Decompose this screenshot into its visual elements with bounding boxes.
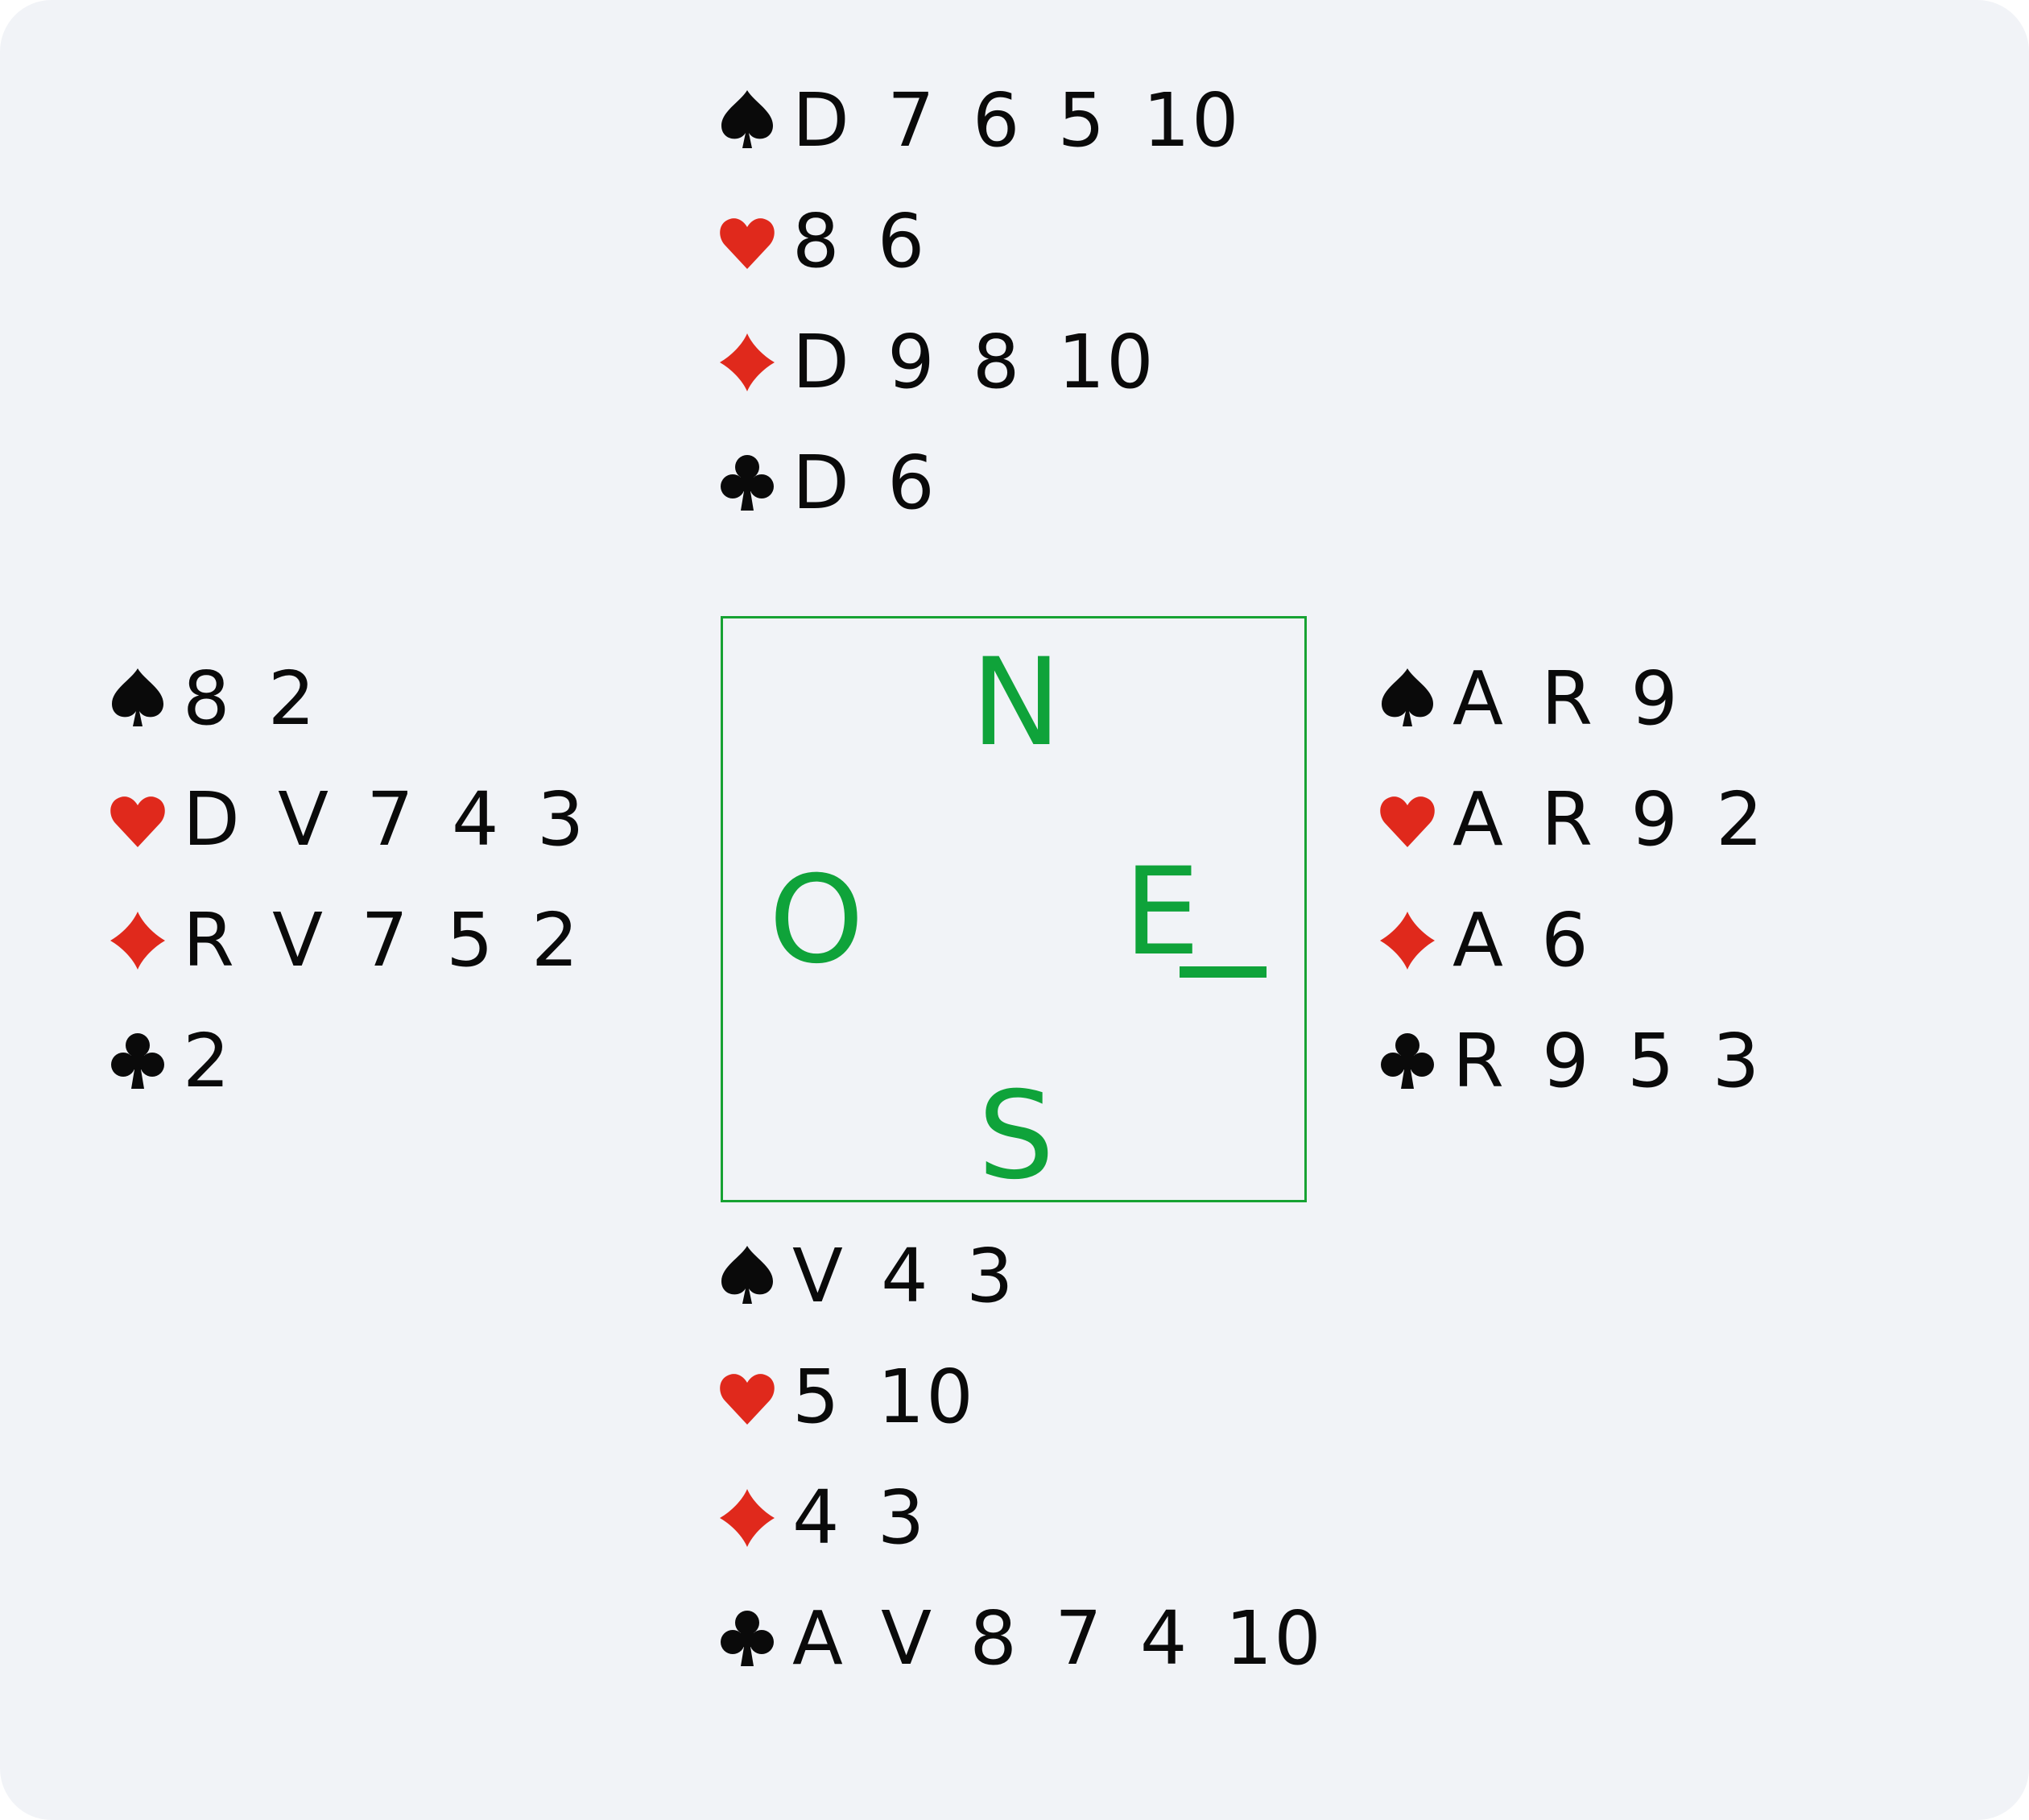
- club-icon: [107, 1029, 168, 1094]
- north-spades-row: D 7 6 5 10: [717, 81, 1240, 161]
- west-hearts-cards: D V 7 4 3: [183, 776, 586, 862]
- east-spades-cards: A R 9: [1453, 656, 1680, 742]
- east-diamonds-cards: A 6: [1453, 897, 1590, 983]
- south-spades-cards: V 4 3: [792, 1233, 1015, 1319]
- compass-west-label: O: [768, 850, 865, 991]
- dealer-underline: [1180, 966, 1267, 978]
- diamond-icon: [717, 330, 778, 395]
- south-hearts-row: 5 10: [717, 1357, 975, 1437]
- north-diamonds-cards: D 9 8 10: [792, 319, 1155, 405]
- heart-icon: [1377, 788, 1438, 852]
- heart-icon: [717, 1365, 778, 1429]
- west-clubs-row: 2: [107, 1021, 232, 1102]
- north-diamonds-row: D 9 8 10: [717, 322, 1155, 403]
- south-diamonds-cards: 4 3: [792, 1475, 927, 1561]
- north-spades-cards: D 7 6 5 10: [792, 77, 1241, 163]
- diamond-icon: [107, 908, 168, 973]
- east-diamonds-row: A 6: [1377, 900, 1590, 981]
- west-diamonds-row: R V 7 5 2: [107, 900, 580, 981]
- east-hearts-row: A R 9 2: [1377, 780, 1765, 860]
- diamond-icon: [717, 1486, 778, 1550]
- north-clubs-cards: D 6: [792, 440, 936, 526]
- spade-icon: [717, 1244, 778, 1309]
- spade-icon: [107, 667, 168, 731]
- west-clubs-cards: 2: [183, 1018, 232, 1104]
- north-hearts-cards: 8 6: [792, 198, 927, 284]
- west-spades-cards: 8 2: [183, 656, 317, 742]
- north-clubs-row: D 6: [717, 443, 936, 523]
- club-icon: [717, 451, 778, 515]
- heart-icon: [717, 209, 778, 274]
- club-icon: [1377, 1029, 1438, 1094]
- west-spades-row: 8 2: [107, 659, 316, 739]
- spade-icon: [1377, 667, 1438, 731]
- diamond-icon: [1377, 908, 1438, 973]
- spade-icon: [717, 89, 778, 153]
- south-clubs-cards: A V 8 7 4 10: [792, 1595, 1323, 1681]
- north-hearts-row: 8 6: [717, 201, 926, 282]
- south-clubs-row: A V 8 7 4 10: [717, 1599, 1323, 1679]
- compass-south-label: S: [977, 1066, 1055, 1206]
- south-hearts-cards: 5 10: [792, 1354, 975, 1440]
- east-hearts-cards: A R 9 2: [1453, 776, 1765, 862]
- heart-icon: [107, 788, 168, 852]
- south-spades-row: V 4 3: [717, 1236, 1015, 1317]
- compass-box: N O E S: [721, 616, 1307, 1202]
- east-clubs-row: R 9 5 3: [1377, 1021, 1761, 1102]
- club-icon: [717, 1607, 778, 1671]
- west-diamonds-cards: R V 7 5 2: [183, 897, 581, 983]
- compass-north-label: N: [970, 633, 1062, 773]
- east-clubs-cards: R 9 5 3: [1453, 1018, 1762, 1104]
- compass-east-label: E: [1123, 842, 1200, 982]
- south-diamonds-row: 4 3: [717, 1478, 926, 1558]
- east-spades-row: A R 9: [1377, 659, 1680, 739]
- west-hearts-row: D V 7 4 3: [107, 780, 585, 860]
